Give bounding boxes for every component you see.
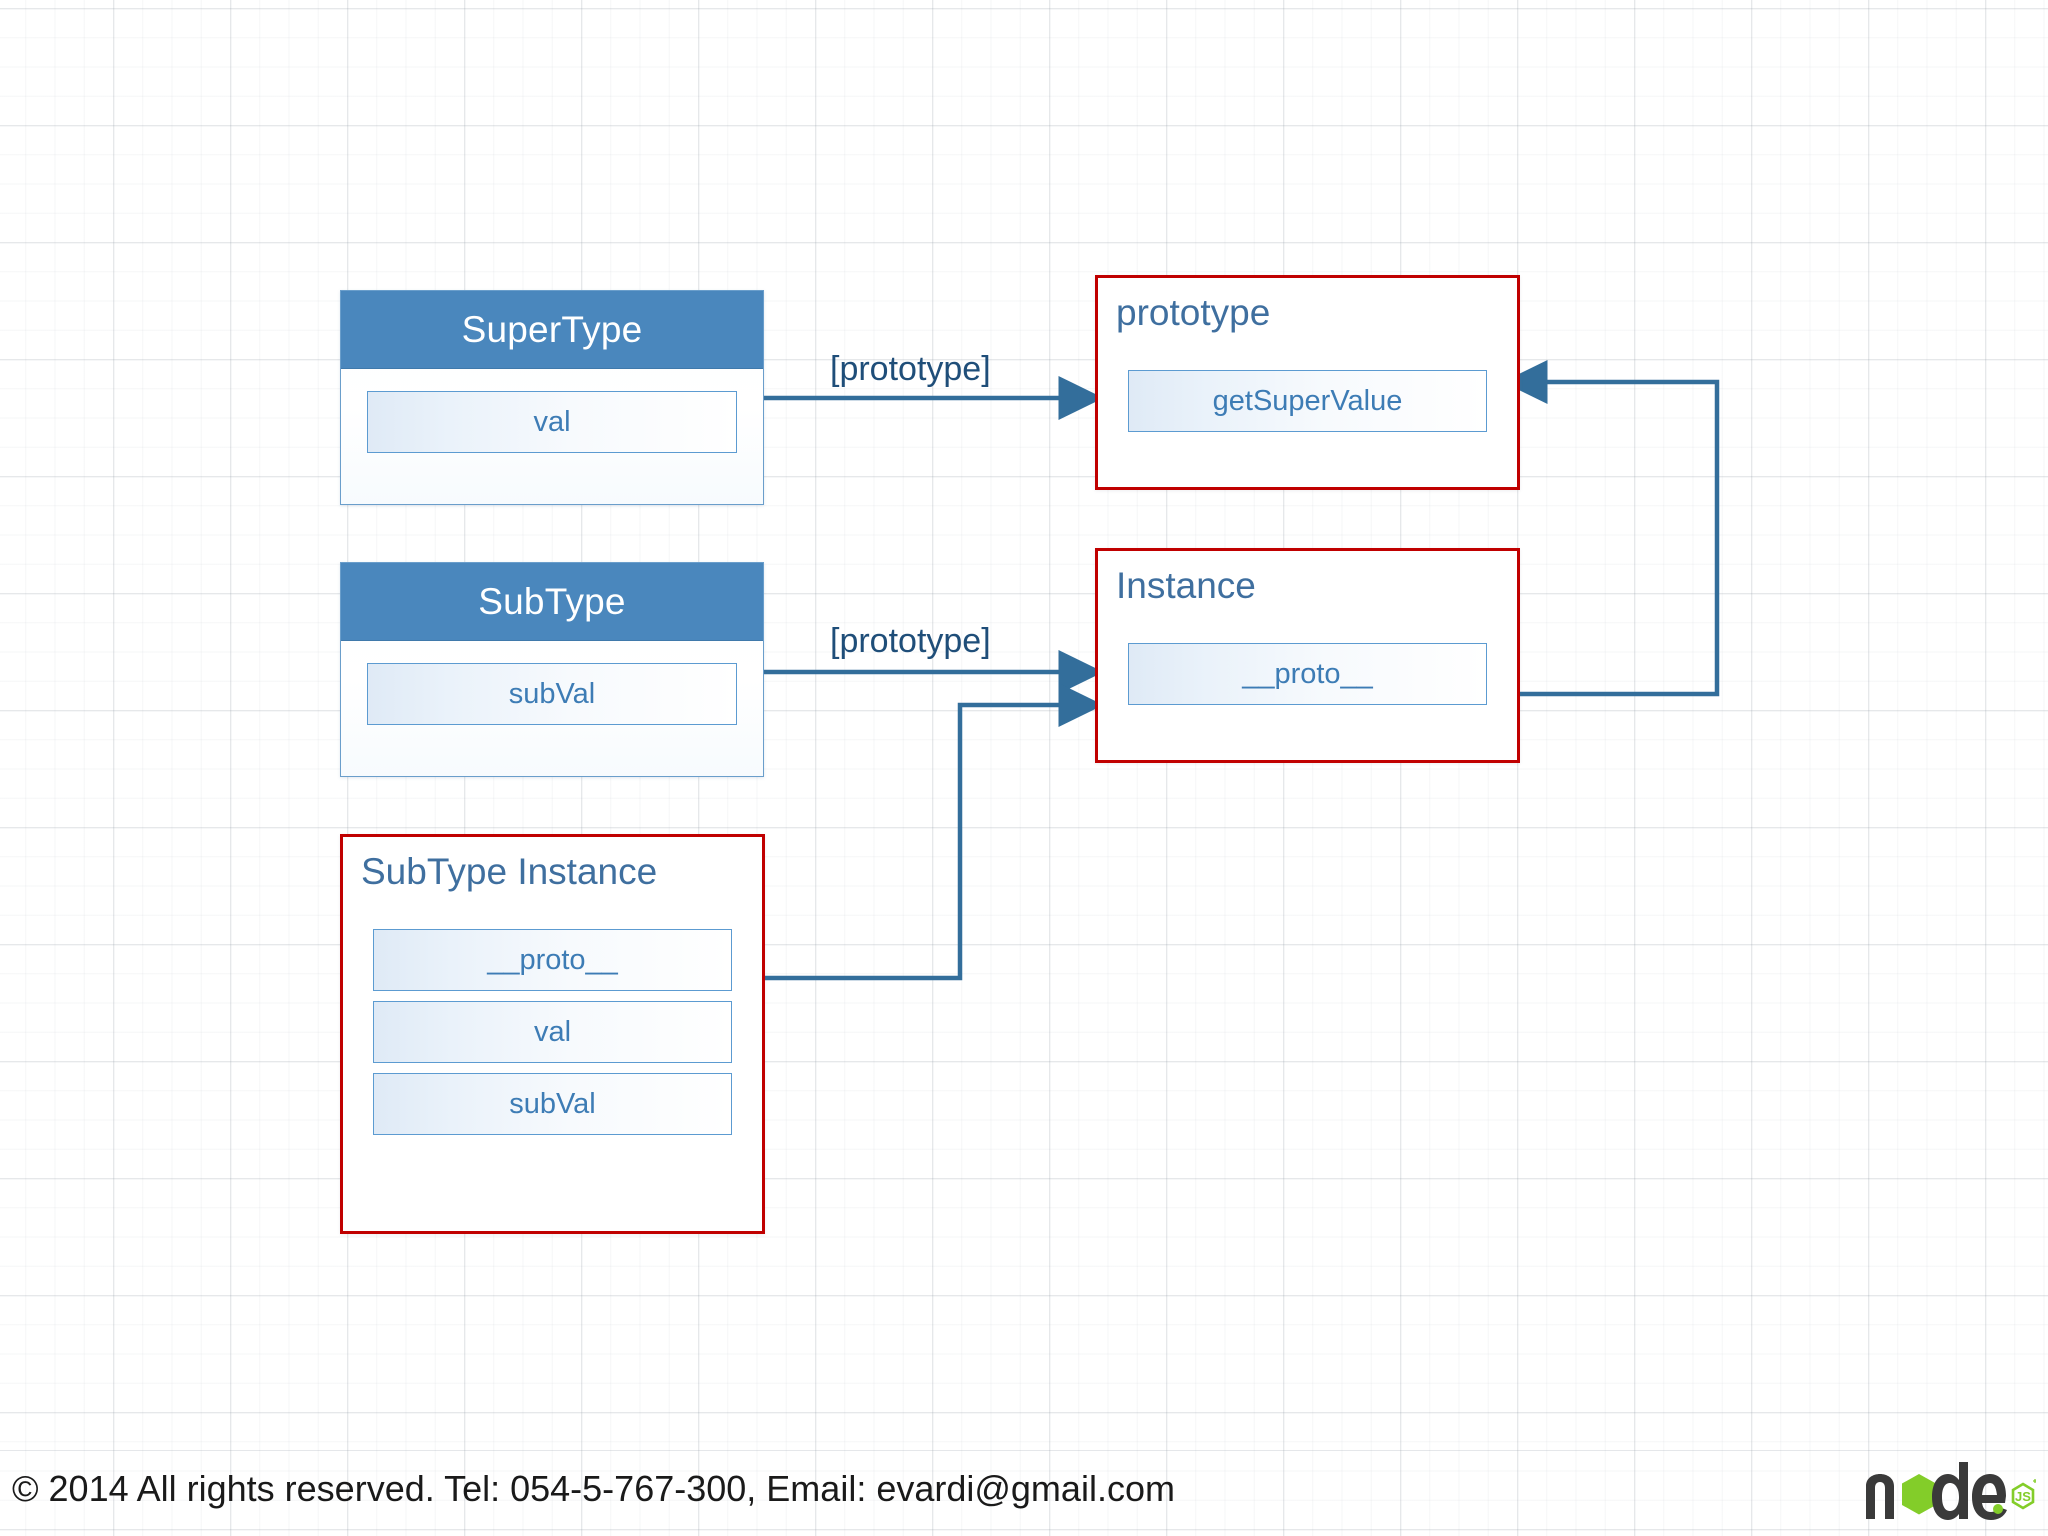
box-subtype-instance-title: SubType Instance [361,851,658,892]
box-subtype-title: SubType [341,563,763,641]
edge-label-supertype-prototype: [prototype] [830,350,991,388]
box-instance-fields: __proto__ [1128,643,1487,705]
box-instance-title: Instance [1116,565,1256,606]
nodejs-logo-icon: JS [1866,1462,2036,1520]
footer-divider [0,1450,2048,1451]
field-val[interactable]: val [373,1001,732,1063]
box-subtype-instance[interactable]: SubType Instance __proto__ val subVal [340,834,765,1234]
field-getsupervalue[interactable]: getSuperValue [1128,370,1487,432]
box-subtype[interactable]: SubType subVal [340,562,764,777]
box-instance[interactable]: Instance __proto__ [1095,548,1520,763]
footer: © 2014 All rights reserved. Tel: 054-5-7… [0,1450,2048,1536]
box-subtype-body: subVal [341,641,763,747]
footer-copyright: © 2014 All rights reserved. Tel: 054-5-7… [12,1468,1175,1509]
edge-label-subtype-instance: [prototype] [830,622,991,660]
box-prototype-fields: getSuperValue [1128,370,1487,432]
box-prototype[interactable]: prototype getSuperValue [1095,275,1520,490]
box-subtype-instance-fields: __proto__ val subVal [373,929,732,1135]
nodejs-badge-label: JS [2015,1489,2031,1504]
nodejs-logo: JS [1864,1460,2036,1522]
field-val[interactable]: val [367,391,737,453]
field-proto[interactable]: __proto__ [1128,643,1487,705]
box-supertype-body: val [341,369,763,475]
field-proto[interactable]: __proto__ [373,929,732,991]
box-supertype-title: SuperType [341,291,763,369]
edge-subtype-instance-to-instance [735,682,1104,981]
field-subval[interactable]: subVal [367,663,737,725]
box-prototype-title: prototype [1116,292,1271,333]
box-supertype[interactable]: SuperType val [340,290,764,505]
field-subval[interactable]: subVal [373,1073,732,1135]
